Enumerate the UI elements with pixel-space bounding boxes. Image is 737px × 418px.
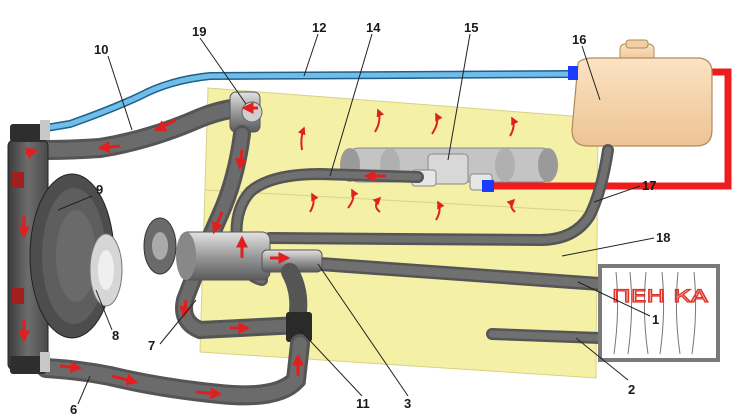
hose-flow-arrows	[18, 102, 386, 400]
tee-fitting-11	[286, 312, 312, 342]
block-flow-arrows	[297, 108, 519, 221]
label-10: 10	[94, 42, 108, 57]
label-15: 15	[464, 20, 478, 35]
water-pump	[143, 217, 323, 281]
label-11: 11	[356, 396, 370, 411]
radiator	[7, 120, 50, 374]
overflow-line	[486, 68, 732, 190]
heater-inset: ПЕН КА	[598, 264, 720, 362]
label-17: 17	[642, 178, 656, 193]
fan-motor-8	[89, 233, 123, 307]
intake-manifold	[340, 147, 558, 191]
expansion-tank	[568, 39, 713, 147]
label-18: 18	[656, 230, 670, 245]
label-3: 3	[404, 396, 411, 411]
label-8: 8	[112, 328, 119, 343]
leader-lines	[57, 33, 655, 405]
label-2: 2	[628, 382, 635, 397]
label-16: 16	[572, 32, 586, 47]
label-7: 7	[148, 338, 155, 353]
label-9: 9	[96, 182, 103, 197]
label-19: 19	[192, 24, 206, 39]
inset-handwriting: ПЕН КА	[612, 287, 709, 307]
label-1: 1	[652, 312, 659, 327]
label-12: 12	[312, 20, 326, 35]
label-6: 6	[70, 402, 77, 417]
label-14: 14	[366, 20, 381, 35]
fan-9	[29, 173, 115, 339]
pump-outlet-hose	[281, 263, 308, 321]
